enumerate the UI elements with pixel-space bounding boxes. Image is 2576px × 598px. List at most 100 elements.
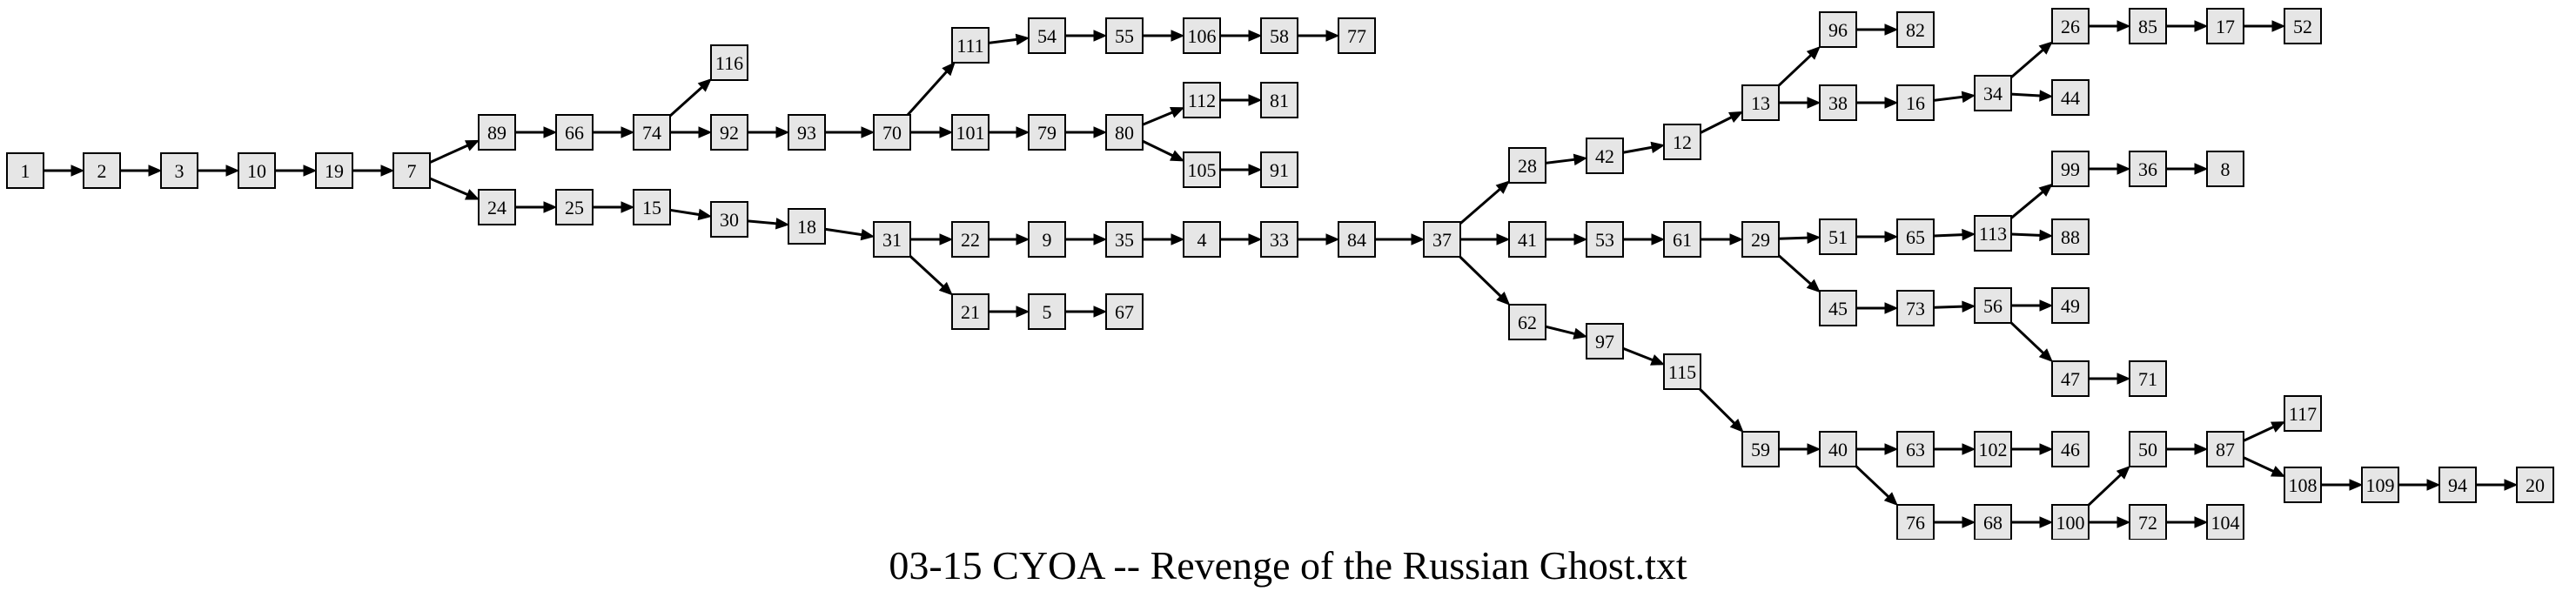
node-10[interactable]: 10: [238, 152, 276, 189]
node-93[interactable]: 93: [788, 114, 826, 151]
node-53[interactable]: 53: [1586, 221, 1624, 258]
node-13[interactable]: 13: [1741, 84, 1780, 121]
node-85[interactable]: 85: [2129, 8, 2167, 44]
node-9[interactable]: 9: [1028, 221, 1066, 258]
node-84[interactable]: 84: [1338, 221, 1376, 258]
node-45[interactable]: 45: [1819, 290, 1857, 326]
node-104[interactable]: 104: [2206, 504, 2244, 540]
node-105[interactable]: 105: [1183, 151, 1221, 188]
node-79[interactable]: 79: [1028, 114, 1066, 151]
node-26[interactable]: 26: [2051, 8, 2090, 44]
node-102[interactable]: 102: [1974, 431, 2012, 467]
node-35[interactable]: 35: [1105, 221, 1144, 258]
node-17[interactable]: 17: [2206, 8, 2244, 44]
node-70[interactable]: 70: [873, 114, 911, 151]
arrowhead-icon: [2038, 348, 2053, 363]
node-67[interactable]: 67: [1105, 293, 1144, 330]
node-21[interactable]: 21: [951, 293, 989, 330]
node-61[interactable]: 61: [1663, 221, 1701, 258]
node-47[interactable]: 47: [2051, 360, 2090, 397]
node-63[interactable]: 63: [1896, 431, 1935, 467]
arrowhead-icon: [1016, 233, 1030, 245]
node-91[interactable]: 91: [1260, 151, 1298, 188]
node-52[interactable]: 52: [2284, 8, 2322, 44]
node-87[interactable]: 87: [2206, 431, 2244, 467]
node-36[interactable]: 36: [2129, 151, 2167, 187]
node-42[interactable]: 42: [1586, 138, 1624, 174]
node-2[interactable]: 2: [83, 152, 121, 189]
node-111[interactable]: 111: [951, 27, 989, 64]
node-66[interactable]: 66: [555, 114, 594, 151]
node-71[interactable]: 71: [2129, 360, 2167, 397]
node-58[interactable]: 58: [1260, 17, 1298, 54]
node-7[interactable]: 7: [392, 152, 431, 189]
node-37[interactable]: 37: [1423, 221, 1461, 258]
node-20[interactable]: 20: [2516, 467, 2554, 503]
node-72[interactable]: 72: [2129, 504, 2167, 540]
node-106[interactable]: 106: [1183, 17, 1221, 54]
node-113[interactable]: 113: [1974, 215, 2012, 252]
node-38[interactable]: 38: [1819, 84, 1857, 121]
node-82[interactable]: 82: [1896, 11, 1935, 48]
node-1[interactable]: 1: [6, 152, 44, 189]
node-33[interactable]: 33: [1260, 221, 1298, 258]
node-3[interactable]: 3: [160, 152, 198, 189]
node-8[interactable]: 8: [2206, 151, 2244, 187]
node-50[interactable]: 50: [2129, 431, 2167, 467]
node-65[interactable]: 65: [1896, 218, 1935, 255]
node-41[interactable]: 41: [1508, 221, 1546, 258]
node-68[interactable]: 68: [1974, 504, 2012, 540]
node-25[interactable]: 25: [555, 189, 594, 225]
node-34[interactable]: 34: [1974, 75, 2012, 111]
node-109[interactable]: 109: [2361, 467, 2399, 503]
node-5[interactable]: 5: [1028, 293, 1066, 330]
node-77[interactable]: 77: [1338, 17, 1376, 54]
node-19[interactable]: 19: [315, 152, 353, 189]
node-label: 84: [1347, 229, 1366, 251]
node-74[interactable]: 74: [633, 114, 671, 151]
node-51[interactable]: 51: [1819, 218, 1857, 255]
node-62[interactable]: 62: [1508, 304, 1546, 340]
node-31[interactable]: 31: [873, 221, 911, 258]
node-76[interactable]: 76: [1896, 504, 1935, 540]
node-44[interactable]: 44: [2051, 79, 2090, 116]
node-24[interactable]: 24: [478, 189, 516, 225]
node-55[interactable]: 55: [1105, 17, 1144, 54]
node-80[interactable]: 80: [1105, 114, 1144, 151]
node-49[interactable]: 49: [2051, 287, 2090, 324]
node-94[interactable]: 94: [2438, 467, 2477, 503]
node-30[interactable]: 30: [710, 201, 748, 238]
node-88[interactable]: 88: [2051, 218, 2090, 255]
node-116[interactable]: 116: [710, 44, 748, 81]
node-59[interactable]: 59: [1741, 431, 1780, 467]
node-89[interactable]: 89: [478, 114, 516, 151]
node-22[interactable]: 22: [951, 221, 989, 258]
node-56[interactable]: 56: [1974, 287, 2012, 324]
arrowhead-icon: [1496, 233, 1511, 245]
node-117[interactable]: 117: [2284, 395, 2322, 432]
node-81[interactable]: 81: [1260, 82, 1298, 118]
node-29[interactable]: 29: [1741, 221, 1780, 258]
node-99[interactable]: 99: [2051, 151, 2090, 187]
edge-22-9: [989, 233, 1030, 245]
edge-line: [1778, 236, 1808, 240]
node-4[interactable]: 4: [1183, 221, 1221, 258]
node-16[interactable]: 16: [1896, 84, 1935, 121]
node-101[interactable]: 101: [951, 114, 989, 151]
node-96[interactable]: 96: [1819, 11, 1857, 48]
node-115[interactable]: 115: [1663, 353, 1701, 390]
node-46[interactable]: 46: [2051, 431, 2090, 467]
node-12[interactable]: 12: [1663, 124, 1701, 160]
node-15[interactable]: 15: [633, 189, 671, 225]
node-108[interactable]: 108: [2284, 467, 2322, 503]
node-100[interactable]: 100: [2051, 504, 2090, 540]
node-97[interactable]: 97: [1586, 323, 1624, 359]
node-18[interactable]: 18: [788, 208, 826, 245]
node-92[interactable]: 92: [710, 114, 748, 151]
node-112[interactable]: 112: [1183, 82, 1221, 118]
node-73[interactable]: 73: [1896, 290, 1935, 326]
node-label: 8: [2221, 158, 2231, 180]
node-28[interactable]: 28: [1508, 147, 1546, 184]
node-40[interactable]: 40: [1819, 431, 1857, 467]
node-54[interactable]: 54: [1028, 17, 1066, 54]
